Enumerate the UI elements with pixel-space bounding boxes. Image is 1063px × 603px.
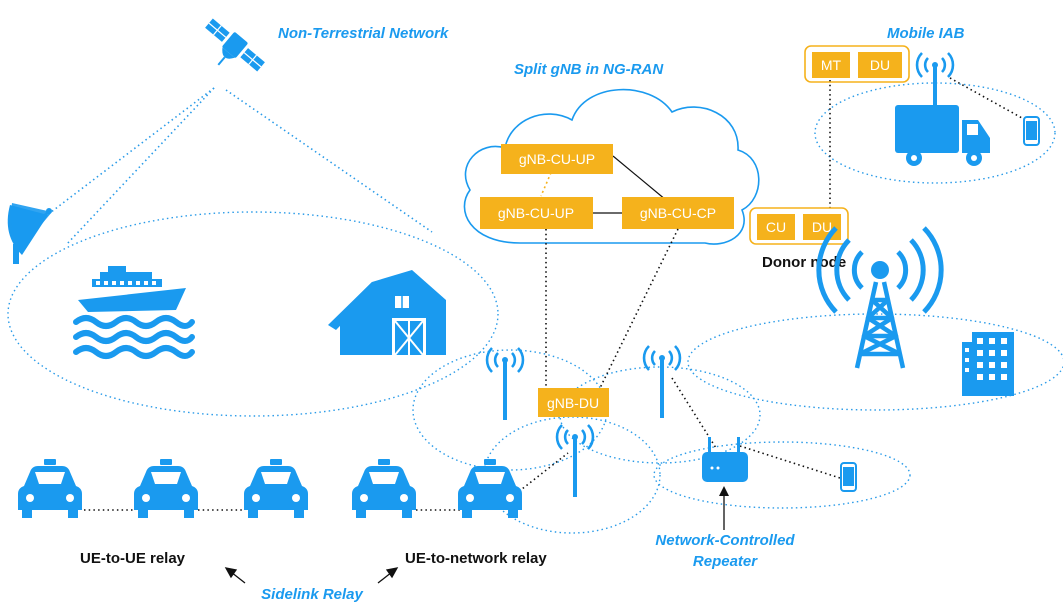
svg-text:DU: DU — [870, 57, 890, 73]
phone-icon — [840, 462, 857, 492]
mobile-iab-coverage-ellipse — [814, 82, 1056, 184]
svg-text:DU: DU — [812, 219, 832, 235]
antenna-icon — [485, 347, 525, 420]
cell-tower-icon — [816, 226, 944, 369]
ncr-label-line1: Network-Controlled — [655, 532, 795, 549]
car-icon — [244, 459, 308, 518]
donor-node: CU DU — [749, 207, 849, 245]
gnb-du-right-coverage-ellipse — [559, 366, 761, 464]
svg-text:gNB-CU-UP: gNB-CU-UP — [519, 151, 595, 167]
satellite-dish-icon — [7, 203, 52, 264]
ncr-links — [671, 377, 841, 479]
non-terrestrial-network-label: Non-Terrestrial Network — [278, 25, 449, 42]
mobile-iab-label: Mobile IAB — [887, 25, 965, 42]
svg-text:MT: MT — [821, 57, 842, 73]
ncr-coverage-ellipse — [653, 441, 911, 509]
phone-icon — [1023, 116, 1040, 146]
ue-to-network-relay-label: UE-to-network relay — [405, 550, 547, 567]
svg-text:gNB-DU: gNB-DU — [547, 395, 599, 411]
barn-icon — [328, 270, 446, 356]
truck-icon — [895, 105, 990, 166]
split-gnb-label: Split gNB in NG-RAN — [514, 61, 664, 78]
gnb-du-box: gNB-DU — [538, 388, 609, 417]
antenna-icon — [555, 424, 595, 497]
antenna-icon — [915, 52, 955, 107]
ue-to-ue-relay-label: UE-to-UE relay — [80, 550, 186, 567]
sidelink-relay-label: Sidelink Relay — [261, 586, 363, 603]
gnb-cu-up-top-box: gNB-CU-UP — [501, 144, 613, 174]
car-icon — [134, 459, 198, 518]
ncr-arrow — [719, 486, 729, 530]
satellite-links — [37, 87, 433, 246]
svg-text:gNB-CU-UP: gNB-CU-UP — [498, 205, 574, 221]
antenna-icon — [642, 345, 682, 418]
svg-text:gNB-CU-CP: gNB-CU-CP — [640, 205, 716, 221]
svg-text:CU: CU — [766, 219, 786, 235]
ship-icon — [78, 266, 186, 312]
sidelink-links — [84, 452, 569, 511]
sidelink-arrows — [224, 567, 399, 584]
donor-node-label: Donor node — [762, 254, 846, 271]
gnb-cu-up-bottom-box: gNB-CU-UP — [480, 197, 593, 229]
satellite-icon — [205, 18, 265, 72]
repeater-router-icon — [702, 437, 748, 482]
car-icon — [18, 459, 82, 518]
ntn-coverage-ellipse — [7, 211, 499, 417]
gnb-cu-cp-box: gNB-CU-CP — [622, 197, 734, 229]
car-icon — [458, 459, 522, 518]
waves-icon — [73, 315, 195, 359]
mobile-iab-node: MT DU — [804, 45, 910, 83]
ncr-label-line2: Repeater — [693, 553, 758, 570]
mobile-iab-ue-link — [949, 77, 1023, 119]
midhaul-links — [545, 80, 831, 389]
car-icon — [352, 459, 416, 518]
building-icon — [962, 332, 1014, 396]
